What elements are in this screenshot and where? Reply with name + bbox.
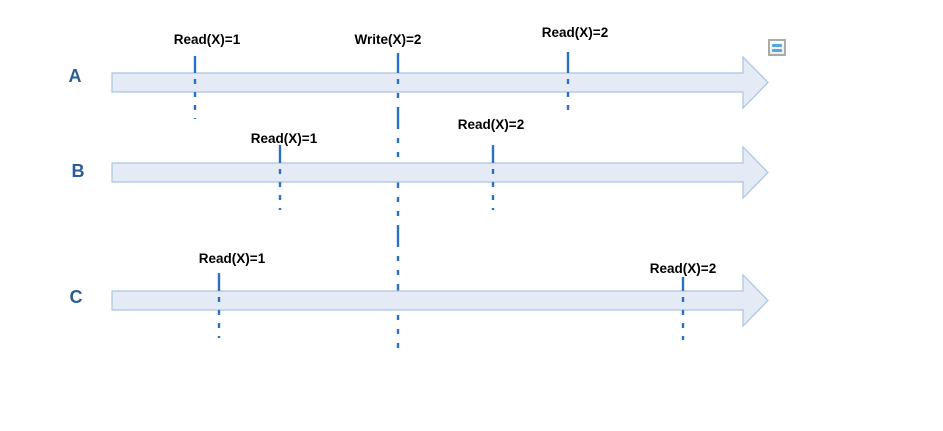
notes-icon-line <box>772 43 782 47</box>
lane-label-c: C <box>69 287 83 307</box>
timeline-arrow-b <box>111 145 769 200</box>
notes-icon[interactable] <box>768 39 786 56</box>
event-label: Read(X)=2 <box>457 117 525 132</box>
lane-label-b: B <box>71 161 85 181</box>
event-label: Read(X)=2 <box>541 25 609 40</box>
event-label: Write(X)=2 <box>354 32 422 47</box>
timeline-arrow-c <box>111 273 769 328</box>
lane-label-a: A <box>68 66 82 86</box>
event-label: Read(X)=1 <box>173 32 241 47</box>
notes-icon-line <box>772 48 782 52</box>
event-label: Read(X)=1 <box>198 251 266 266</box>
timeline-arrow-a <box>111 55 769 110</box>
event-label: Read(X)=2 <box>649 261 717 276</box>
event-label: Read(X)=1 <box>250 131 318 146</box>
